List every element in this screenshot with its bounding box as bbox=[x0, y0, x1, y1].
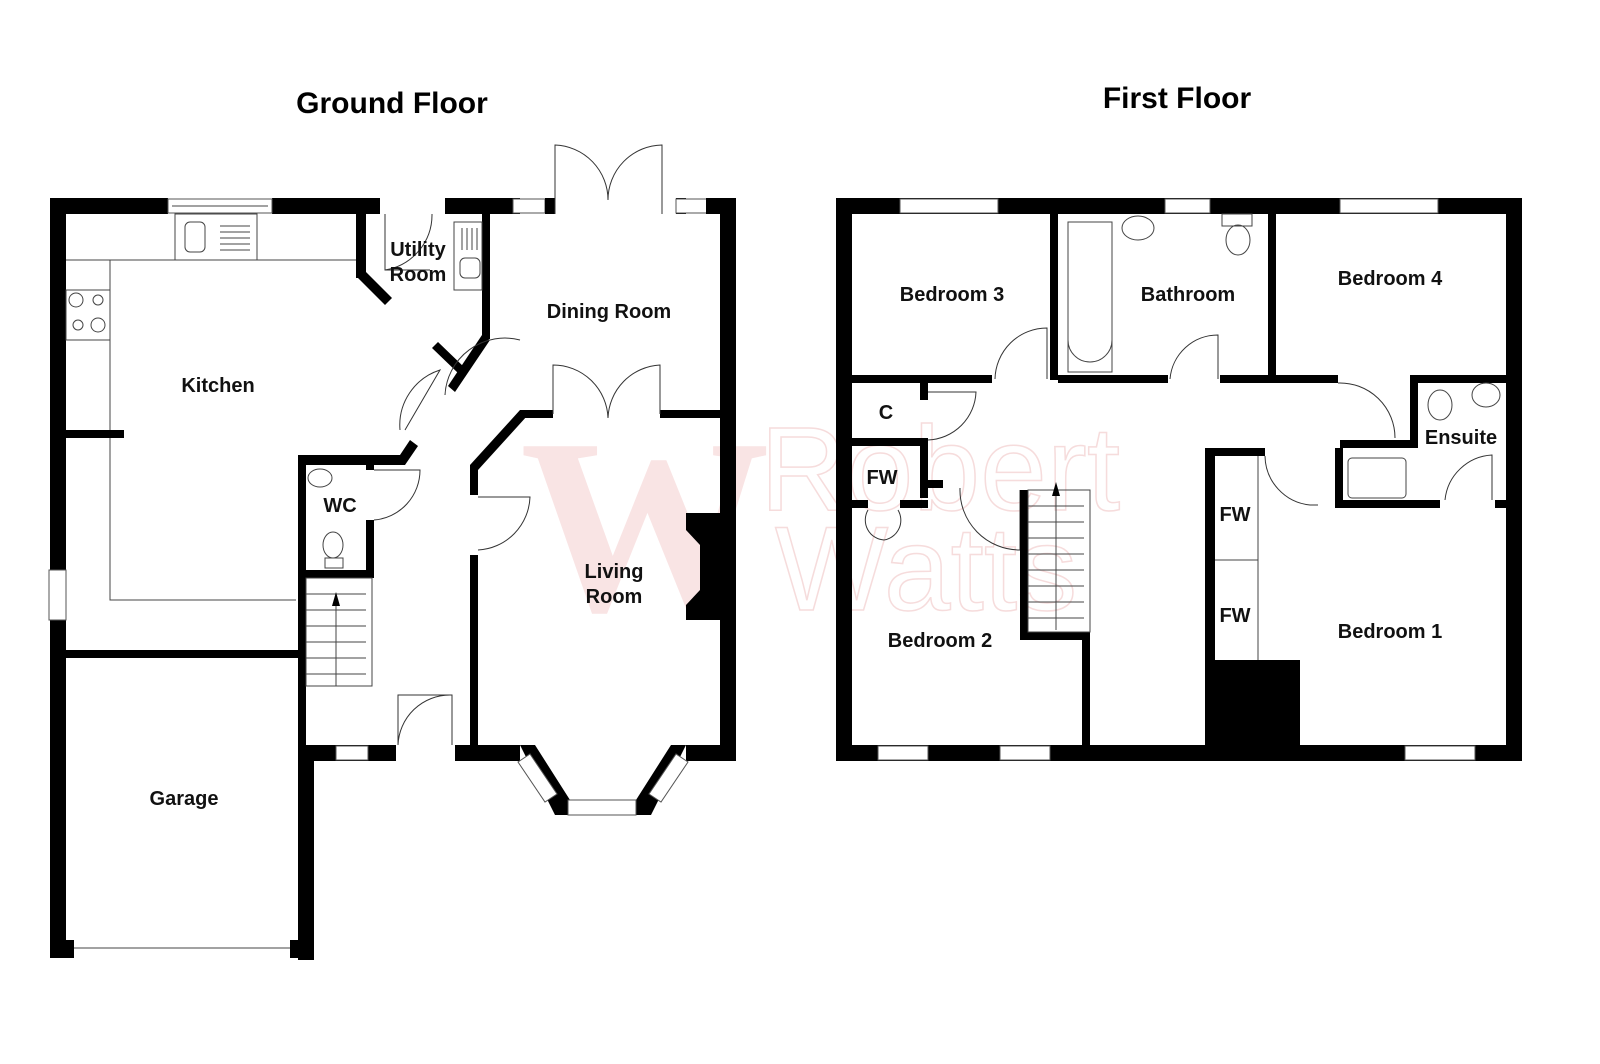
first-floor-plan bbox=[836, 198, 1522, 761]
label-cupboard: C bbox=[879, 402, 893, 424]
watermark: W Robert Watts bbox=[520, 388, 1121, 665]
label-dining-room: Dining Room bbox=[547, 301, 671, 323]
label-living-2: Room bbox=[586, 586, 643, 608]
label-utility-2: Room bbox=[390, 264, 447, 286]
label-wc: WC bbox=[323, 495, 356, 517]
label-bathroom: Bathroom bbox=[1141, 284, 1235, 306]
watermark-line1: Robert bbox=[760, 402, 1120, 536]
label-fw-small: FW bbox=[866, 467, 897, 489]
label-fw-upper: FW bbox=[1219, 504, 1250, 526]
label-kitchen: Kitchen bbox=[181, 375, 254, 397]
ground-floor-title: Ground Floor bbox=[296, 87, 488, 120]
label-bedroom-3: Bedroom 3 bbox=[900, 284, 1004, 306]
label-bedroom-2: Bedroom 2 bbox=[888, 630, 992, 652]
first-floor-title: First Floor bbox=[1103, 82, 1252, 115]
label-fw-lower: FW bbox=[1219, 605, 1250, 627]
label-utility-1: Utility bbox=[390, 239, 446, 261]
label-bedroom-4: Bedroom 4 bbox=[1338, 268, 1443, 290]
label-bedroom-1: Bedroom 1 bbox=[1338, 621, 1442, 643]
label-garage: Garage bbox=[150, 788, 219, 810]
label-ensuite: Ensuite bbox=[1425, 427, 1497, 449]
label-living-1: Living bbox=[585, 561, 644, 583]
ground-floor-plan bbox=[48, 144, 736, 960]
room-labels: Kitchen Utility Room Dining Room WC Livi… bbox=[150, 239, 1498, 810]
